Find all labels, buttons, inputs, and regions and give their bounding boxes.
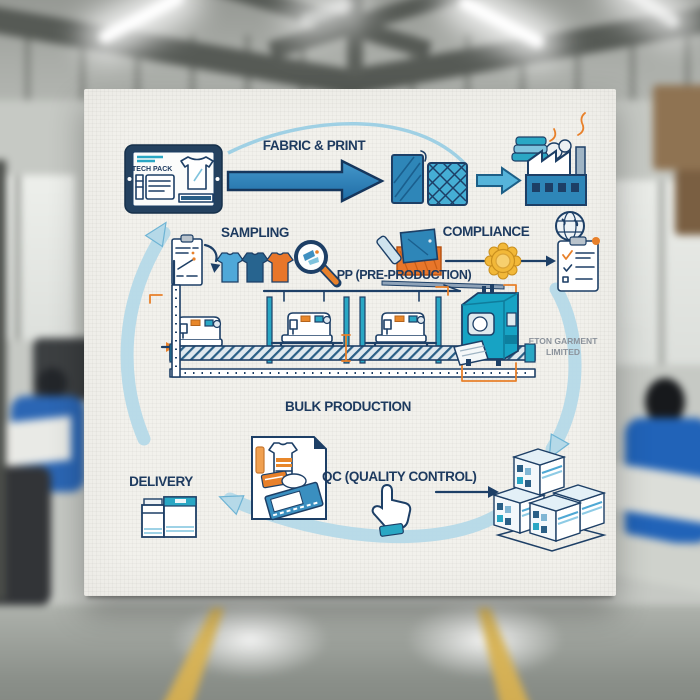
- wall-post-left: [0, 160, 6, 600]
- to-factory-arrow: [476, 166, 522, 195]
- tech-pack-label: TECH PACK: [132, 166, 173, 173]
- window-left: [0, 175, 75, 340]
- compliance-checklist-icon: [557, 236, 600, 292]
- compliance-label: COMPLIANCE: [442, 224, 530, 239]
- seal-to-checklist-arrow: [520, 255, 556, 267]
- hand-cursor-icon: [371, 483, 412, 537]
- sampling-clipboard-icon: [171, 234, 203, 286]
- compliance-seal-icon: [484, 242, 522, 280]
- factory-floor: [0, 599, 700, 700]
- bulk-production-label: BULK PRODUCTION: [285, 399, 411, 414]
- delivery-boxes-icon: [141, 496, 197, 538]
- floor-yellow-line: [150, 608, 224, 700]
- pp-label: PP (PRE-PRODUCTION): [336, 268, 472, 282]
- industrial-machine-icon: [453, 284, 519, 366]
- tablet-tech-pack-icon: [124, 144, 223, 214]
- sampling-curved-arrow: [203, 243, 221, 273]
- qc-arrow: [434, 486, 499, 498]
- factory-icon: [511, 112, 587, 206]
- fabric-print-arrow: [226, 159, 385, 203]
- pp-fabric-stack-icon: [376, 228, 442, 276]
- steel-column: [347, 0, 363, 75]
- fabric-swatch-weave-icon: [427, 162, 468, 206]
- floor-yellow-line: [478, 608, 540, 700]
- qc-sheet-icon: [251, 436, 327, 521]
- tshirt-samples-icon: [216, 252, 294, 283]
- fabric-swatch-solid-icon: [391, 150, 427, 204]
- worker-left-head: [37, 368, 67, 398]
- window-mullion: [659, 180, 664, 365]
- watermark-line2: LIMITED: [546, 346, 580, 357]
- watermark: ETON GARMENT LIMITED: [522, 336, 604, 357]
- garment-process-poster: TECH PACK FABRIC & PRINT SAMPLING COMPLI…: [84, 89, 616, 596]
- shelf-right: [675, 170, 700, 235]
- poster-illustration: [120, 112, 607, 552]
- globe-icon: [555, 211, 585, 241]
- shelf-right: [653, 85, 700, 170]
- swoosh-line: [227, 121, 468, 167]
- qc-label: QC (QUALITY CONTROL): [322, 469, 477, 484]
- window-mullion: [15, 175, 20, 340]
- cycle-arc-right: [545, 282, 582, 460]
- sewing-production-line-icon: [149, 259, 536, 382]
- sampling-label: SAMPLING: [220, 225, 290, 240]
- fabric-pile-left: [0, 466, 51, 606]
- watermark-line1: ETON GARMENT: [528, 336, 598, 346]
- carton-stack-icon: [493, 448, 607, 552]
- fabric-print-label: FABRIC & PRINT: [262, 138, 366, 153]
- cycle-arc-left: [120, 221, 171, 446]
- magnifier-icon: [294, 240, 342, 288]
- delivery-label: DELIVERY: [129, 474, 193, 489]
